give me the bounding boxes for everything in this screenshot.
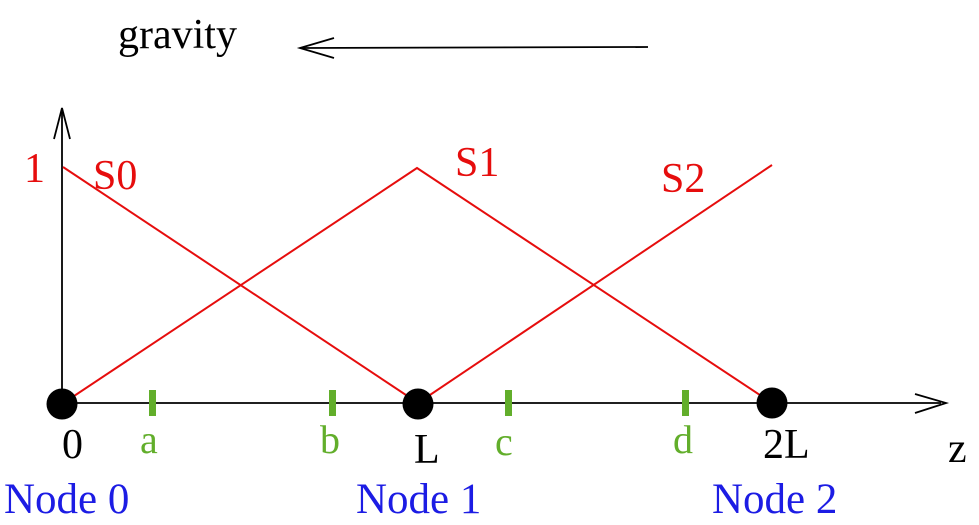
- shape-function-s2-label: S2: [661, 156, 706, 202]
- quadrature-a-label: a: [140, 417, 158, 462]
- gravity-label: gravity: [118, 12, 237, 58]
- z-tick-2l-label: 2L: [763, 422, 810, 468]
- z-axis: [62, 393, 950, 414]
- unit-height-label: 1: [24, 146, 45, 192]
- quadrature-tick-a: [149, 390, 156, 416]
- node-2-label: Node 2: [712, 476, 838, 523]
- z-tick-l-label: L: [414, 427, 440, 473]
- shape-function-s1-label: S1: [455, 140, 500, 186]
- quadrature-tick-b: [329, 390, 336, 416]
- quadrature-tick-c: [505, 390, 512, 416]
- z-axis-label: z: [948, 426, 967, 472]
- node-2-dot: [756, 387, 788, 419]
- quadrature-b-label: b: [320, 417, 340, 462]
- quadrature-c-label: c: [495, 419, 513, 464]
- node-1-dot: [402, 388, 434, 420]
- shape-function-s0-label: S0: [93, 153, 138, 199]
- shape-function-s2-line: [417, 164, 773, 404]
- quadrature-d-label: d: [673, 417, 693, 462]
- shape-function-s1-line: [61, 166, 773, 405]
- y-axis: [53, 107, 71, 404]
- node-0-label: Node 0: [4, 476, 130, 523]
- z-tick-0-label: 0: [62, 422, 83, 468]
- node-1-label: Node 1: [356, 476, 482, 523]
- node-0-dot: [46, 388, 78, 420]
- gravity-arrow: [296, 37, 649, 59]
- quadrature-tick-d: [682, 390, 689, 416]
